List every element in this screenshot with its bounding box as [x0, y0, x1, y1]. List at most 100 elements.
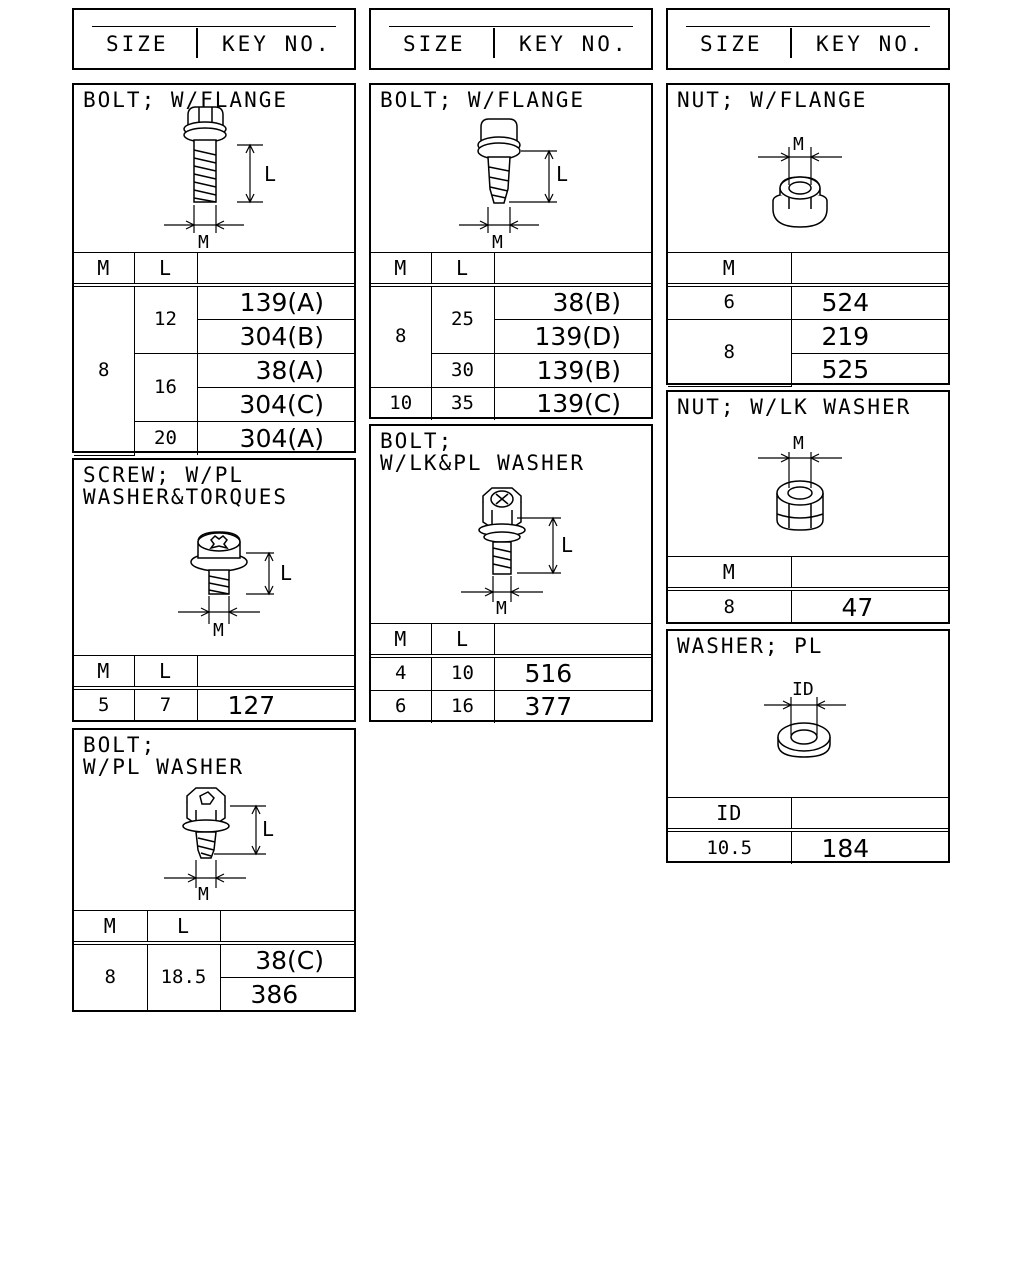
plain-washer-drawing: ID — [764, 679, 846, 758]
col-header-key — [196, 252, 354, 287]
col-header-id: ID — [668, 797, 792, 832]
key-no-cell: 377 — [493, 689, 651, 723]
key-no-cell: 139(A) — [196, 284, 354, 320]
spec-table: M L 8 18.5 38(C) 386 — [74, 910, 354, 1012]
panel-title: NUT; W/FLANGE — [677, 88, 868, 112]
key-no-cell: 139(B) — [493, 352, 651, 388]
washer-bolt-drawing: L M — [164, 787, 274, 905]
key-no-cell: 38(A) — [196, 352, 354, 388]
key-no-cell: 139(C) — [493, 386, 651, 420]
key-no-cell: 386 — [220, 976, 354, 1011]
bolt-pl-washer-panel: BOLT; W/PL WASHER L M — [72, 728, 356, 1012]
size-m-cell: 8 — [74, 284, 135, 456]
size-m-cell: 4 — [371, 655, 432, 691]
spec-table: M L 8 25 38(B) 139(D) 30 139(B) 10 35 13… — [371, 252, 651, 420]
dim-l-label: L — [561, 533, 573, 557]
flange-bolt-drawing: L M — [459, 118, 568, 253]
col-header-m: M — [668, 252, 792, 287]
col-header-l: L — [133, 655, 198, 690]
key-no-cell: 184 — [790, 829, 948, 864]
size-label: SIZE — [403, 32, 466, 56]
col-header-m: M — [371, 252, 432, 287]
col-header-key — [196, 655, 354, 690]
flange-nut-drawing: M — [758, 134, 842, 228]
bolt-flange-panel-2: BOLT; W/FLANGE L M M — [369, 83, 653, 420]
screw-torques-panel: SCREW; W/PL WASHER&TORQUES L M — [72, 458, 356, 722]
size-m-cell: 10 — [371, 386, 432, 420]
key-no-cell: 304(A) — [196, 420, 354, 455]
spec-table: M 8 47 — [668, 556, 948, 623]
col-header-key — [219, 910, 354, 945]
size-m-cell: 8 — [74, 942, 148, 1012]
size-l-cell: 30 — [431, 352, 495, 388]
spec-table: M 6 524 8 219 525 — [668, 252, 948, 387]
header-box-3: SIZE KEY NO. — [666, 8, 950, 70]
size-m-cell: 6 — [668, 284, 792, 320]
bolt-flange-panel-1: BOLT; W/FLANGE L M — [72, 83, 356, 456]
col-header-l: L — [430, 623, 495, 658]
col-header-key — [790, 252, 948, 287]
dim-m-label: M — [213, 620, 224, 641]
dim-l-label: L — [556, 162, 568, 186]
size-l-cell: 10 — [430, 655, 495, 691]
washer-pl-panel: WASHER; PL ID ID 10.5 184 — [666, 629, 950, 864]
panel-title: BOLT; W/FLANGE — [380, 88, 586, 112]
col-header-m: M — [371, 623, 432, 658]
col-header-l: L — [133, 252, 198, 287]
col-header-key — [790, 797, 948, 832]
header-box-1: SIZE KEY NO. — [72, 8, 356, 70]
key-no-cell: 219 — [790, 318, 948, 354]
lock-washer-nut-drawing: M — [758, 433, 842, 531]
size-l-cell: 25 — [430, 284, 495, 354]
flange-bolt-drawing: L M — [164, 106, 276, 253]
spec-table: M L 8 12 139(A) 304(B) 16 38(A) 304(C) 2… — [74, 252, 354, 456]
col-header-l: L — [146, 910, 221, 945]
size-l-cell: 35 — [430, 386, 495, 420]
key-no-cell: 139(D) — [494, 318, 651, 354]
size-l-cell: 16 — [430, 689, 495, 723]
key-no-cell: 524 — [790, 284, 948, 320]
key-no-cell: 525 — [791, 352, 948, 386]
panel-title: BOLT; W/PL WASHER — [83, 733, 245, 779]
key-no-cell: 47 — [790, 588, 948, 623]
spec-table: ID 10.5 184 — [668, 797, 948, 864]
panel-title: WASHER; PL — [677, 634, 824, 658]
dim-l-label: L — [262, 817, 274, 841]
col-header-key — [493, 623, 651, 658]
dim-m-label: M — [793, 433, 804, 454]
size-m-cell: 6 — [371, 689, 432, 723]
col-header-m: M — [74, 910, 148, 945]
size-id-cell: 10.5 — [668, 829, 792, 864]
dim-m-label: M — [793, 134, 804, 155]
col-header-m: M — [74, 252, 135, 287]
col-header-key — [493, 252, 651, 287]
cross-head-bolt-drawing: L M — [461, 487, 573, 619]
key-no-label: KEY NO. — [222, 32, 332, 56]
key-no-cell: 516 — [493, 655, 651, 691]
size-m-cell: 8 — [668, 588, 792, 623]
nut-flange-panel: NUT; W/FLANGE M M 6 — [666, 83, 950, 387]
key-no-cell: 38(B) — [493, 284, 651, 320]
key-no-cell: 304(B) — [197, 318, 354, 354]
key-no-label: KEY NO. — [519, 32, 629, 56]
key-no-label: KEY NO. — [816, 32, 926, 56]
panel-title: SCREW; W/PL WASHER&TORQUES — [83, 463, 289, 509]
col-header-m: M — [74, 655, 135, 690]
col-header-key — [790, 556, 948, 591]
nut-lk-washer-panel: NUT; W/LK WASHER M M 8 — [666, 390, 950, 624]
bolt-lk-pl-washer-panel: BOLT; W/LK&PL WASHER L — [369, 424, 653, 723]
size-m-cell: 5 — [74, 687, 135, 721]
size-m-cell: 8 — [371, 284, 432, 388]
spec-table: M L 5 7 127 — [74, 655, 354, 721]
size-l-cell: 16 — [134, 352, 198, 422]
dim-m-label: M — [496, 598, 507, 619]
size-l-cell: 7 — [133, 687, 198, 721]
dim-m-label: M — [198, 884, 209, 905]
dim-id-label: ID — [792, 679, 814, 700]
panel-title: BOLT; W/FLANGE — [83, 88, 289, 112]
torx-screw-drawing: L M — [178, 531, 292, 641]
key-no-cell: 38(C) — [219, 942, 354, 978]
dim-l-label: L — [264, 162, 276, 186]
size-label: SIZE — [700, 32, 763, 56]
size-label: SIZE — [106, 32, 169, 56]
